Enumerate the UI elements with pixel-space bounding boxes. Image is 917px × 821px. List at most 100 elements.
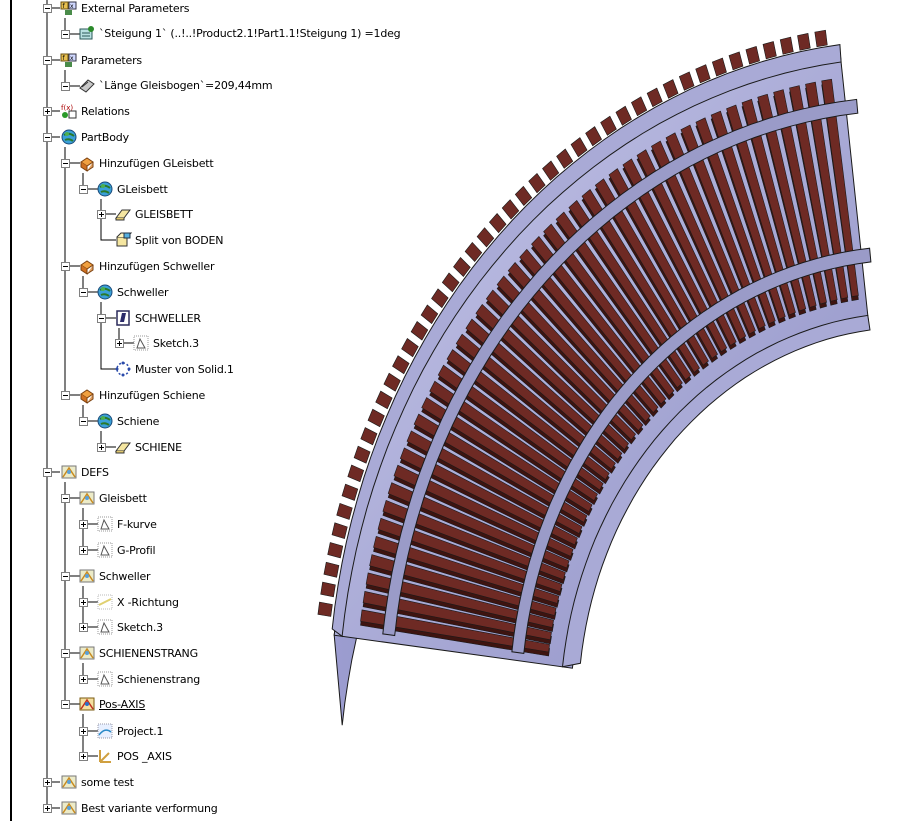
tree-node-schweller-set[interactable]: Schweller (78, 566, 151, 586)
expand-icon[interactable] (43, 778, 52, 787)
tree-node-hinzufuegen-schiene[interactable]: Hinzufügen Schiene (78, 385, 205, 405)
tree-node-label[interactable]: Schweller (117, 285, 169, 299)
tree-node-f-kurve[interactable]: F-kurve (96, 514, 157, 534)
collapse-icon[interactable] (61, 572, 70, 581)
tree-node-best-variante[interactable]: Best variante verformung (60, 798, 218, 818)
parameter-length-icon[interactable] (78, 76, 96, 94)
add-operation-icon[interactable] (78, 257, 96, 275)
tree-node-label[interactable]: Muster von Solid.1 (135, 362, 234, 376)
expand-icon[interactable] (79, 675, 88, 684)
tree-node-schweller-feature[interactable]: SCHWELLER (114, 308, 201, 328)
expand-icon[interactable] (79, 598, 88, 607)
collapse-icon[interactable] (43, 4, 52, 13)
geometrical-set-active-icon[interactable] (78, 695, 96, 713)
sketch-icon[interactable] (96, 541, 114, 559)
geometrical-set-icon[interactable] (78, 567, 96, 585)
tree-node-schienenstrang[interactable]: Schienenstrang (96, 669, 200, 689)
collapse-icon[interactable] (61, 649, 70, 658)
collapse-icon[interactable] (97, 314, 106, 323)
sketch-icon[interactable] (96, 618, 114, 636)
tree-node-label[interactable]: SCHIENE (135, 440, 182, 454)
tree-node-hinzufuegen-gleisbett[interactable]: Hinzufügen GLeisbett (78, 153, 214, 173)
tree-node-label[interactable]: Relations (81, 104, 130, 118)
tree-node-gleisbett-feature[interactable]: GLEISBETT (114, 204, 193, 224)
geometrical-set-icon[interactable] (78, 489, 96, 507)
geometrical-set-icon[interactable] (60, 773, 78, 791)
tree-node-label[interactable]: POS _AXIS (117, 749, 172, 763)
expand-icon[interactable] (43, 107, 52, 116)
tree-node-label[interactable]: GLEISBETT (135, 207, 193, 221)
tree-node-label[interactable]: SCHIENENSTRANG (99, 646, 198, 660)
add-operation-icon[interactable] (78, 386, 96, 404)
tree-node-pos-axis[interactable]: Pos-AXIS (78, 694, 145, 714)
collapse-icon[interactable] (79, 288, 88, 297)
sketch-icon[interactable] (96, 515, 114, 533)
tree-node-label[interactable]: F-kurve (117, 517, 157, 531)
expand-icon[interactable] (79, 546, 88, 555)
tree-node-label[interactable]: `Länge Gleisbogen`=209,44mm (99, 78, 273, 92)
tree-node-label[interactable]: Parameters (81, 53, 142, 67)
tree-node-some-test[interactable]: some test (60, 772, 134, 792)
tree-node-hinzufuegen-schweller[interactable]: Hinzufügen Schweller (78, 256, 214, 276)
line-icon[interactable] (96, 593, 114, 611)
geometrical-set-icon[interactable] (78, 644, 96, 662)
sketch-icon[interactable] (96, 670, 114, 688)
expand-icon[interactable] (79, 520, 88, 529)
tree-node-label[interactable]: Gleisbett (99, 491, 147, 505)
collapse-icon[interactable] (61, 262, 70, 271)
collapse-icon[interactable] (61, 494, 70, 503)
body-globe-icon[interactable] (96, 180, 114, 198)
tree-node-label[interactable]: GLeisbett (117, 182, 168, 196)
tree-node-label[interactable]: Schweller (99, 569, 151, 583)
expand-icon[interactable] (97, 210, 106, 219)
collapse-icon[interactable] (61, 700, 70, 709)
tree-node-label[interactable]: X -Richtung (117, 595, 179, 609)
tree-node-steigung[interactable]: `Steigung 1` (..!..!Product2.1!Part1.1!S… (78, 23, 401, 43)
tree-node-g-profil[interactable]: G-Profil (96, 540, 156, 560)
tree-node-partbody[interactable]: PartBody (60, 127, 129, 147)
tree-node-label[interactable]: Hinzufügen Schiene (99, 388, 206, 402)
tree-node-label[interactable]: G-Profil (117, 543, 156, 557)
tree-node-pos-axis-item[interactable]: POS _AXIS (96, 746, 172, 766)
axis-system-icon[interactable] (96, 747, 114, 765)
tree-node-gleisbett-set[interactable]: Gleisbett (78, 488, 147, 508)
curved-track-model[interactable] (290, 15, 917, 745)
tree-node-label[interactable]: `Steigung 1` (..!..!Product2.1!Part1.1!S… (99, 26, 401, 40)
tree-node-label[interactable]: Schiene (117, 414, 160, 428)
tree-node-schiene-body[interactable]: Schiene (96, 411, 159, 431)
sketch-icon[interactable] (132, 334, 150, 352)
tree-node-label[interactable]: Hinzufügen Schweller (99, 259, 215, 273)
tree-node-project1[interactable]: Project.1 (96, 721, 164, 741)
tree-node-label[interactable]: some test (81, 775, 134, 789)
split-icon[interactable] (114, 231, 132, 249)
tree-node-label[interactable]: Hinzufügen GLeisbett (99, 156, 214, 170)
tree-node-label[interactable]: DEFS (81, 465, 109, 479)
body-globe-icon[interactable] (60, 128, 78, 146)
expand-icon[interactable] (79, 752, 88, 761)
expand-icon[interactable] (79, 623, 88, 632)
tree-node-label[interactable]: Best variante verformung (81, 801, 218, 815)
tree-node-schweller-body[interactable]: Schweller (96, 282, 169, 302)
tree-node-label[interactable]: PartBody (81, 130, 129, 144)
body-globe-icon[interactable] (96, 283, 114, 301)
tree-node-label[interactable]: Schienenstrang (117, 672, 200, 686)
tree-node-label[interactable]: SCHWELLER (135, 311, 201, 325)
projection-icon[interactable] (96, 722, 114, 740)
tree-node-sketch3-a[interactable]: Sketch.3 (132, 333, 199, 353)
expand-icon[interactable] (43, 804, 52, 813)
expand-icon[interactable] (97, 443, 106, 452)
body-globe-icon[interactable] (96, 412, 114, 430)
add-operation-icon[interactable] (78, 154, 96, 172)
relations-icon[interactable]: f(x) (60, 102, 78, 120)
expand-icon[interactable] (79, 727, 88, 736)
pattern-icon[interactable] (114, 360, 132, 378)
collapse-icon[interactable] (79, 185, 88, 194)
tree-node-muster[interactable]: Muster von Solid.1 (114, 359, 234, 379)
tree-node-relations[interactable]: f(x)Relations (60, 101, 130, 121)
rib-feature-icon[interactable] (114, 205, 132, 223)
tree-node-x-richtung[interactable]: X -Richtung (96, 592, 179, 612)
tree-node-label[interactable]: Project.1 (117, 724, 164, 738)
